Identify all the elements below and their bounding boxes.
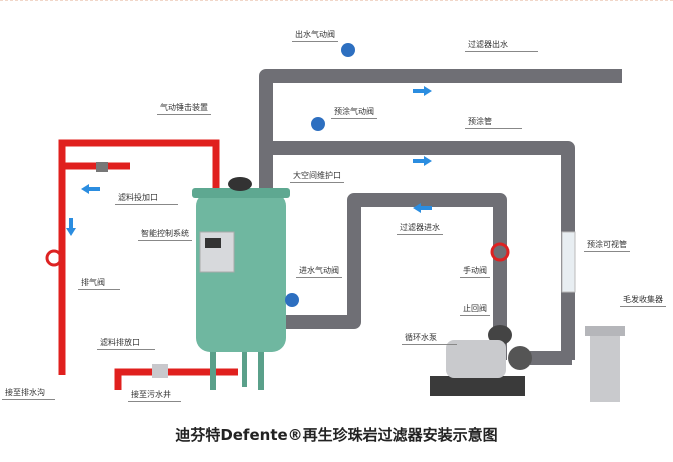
label-to-drain-ditch: 接至排水沟 [2, 388, 55, 400]
flow-arrows [66, 86, 432, 236]
label-manual-valve: 手动阀 [460, 266, 490, 278]
arrow-down-icon [66, 218, 76, 236]
label-check-valve: 止回阀 [460, 304, 490, 316]
precoat-valve-actuator [311, 117, 325, 131]
label-precoat-pipe: 预涂管 [465, 117, 522, 129]
label-outlet-valve: 出水气动阀 [292, 30, 338, 42]
drain-valve [152, 364, 168, 378]
arrow-left-icon [413, 203, 432, 213]
outlet-valve-actuator [341, 43, 355, 57]
label-vent-valve: 排气阀 [78, 278, 120, 290]
label-hammer-device: 气动锤击装置 [157, 103, 211, 115]
circulation-pump [430, 340, 532, 396]
label-precoat-valve: 预涂气动阀 [331, 107, 377, 119]
drain-pipe [114, 368, 238, 390]
label-filter-inlet: 过滤器进水 [397, 223, 443, 235]
inlet-valve-actuator [285, 293, 299, 307]
media-inlet-valve [96, 162, 108, 172]
sight-tube [561, 231, 576, 293]
label-precoat-sight-tube: 预涂可视管 [584, 240, 630, 252]
arrow-right-icon [413, 86, 432, 96]
hair-collector [585, 326, 625, 402]
label-media-drain: 滤料排放口 [97, 338, 155, 350]
vent-valve-wheel [45, 249, 63, 267]
label-inlet-valve: 进水气动阀 [296, 266, 342, 278]
hammer-device [228, 177, 252, 191]
label-to-sewer-well: 接至污水井 [128, 390, 181, 402]
label-filter-outlet: 过滤器出水 [465, 40, 538, 52]
top-divider [0, 0, 673, 1]
diagram-title: 迪芬特Defente®再生珍珠岩过滤器安装示意图 [175, 426, 498, 444]
label-maintenance-port: 大空间维护口 [290, 171, 344, 183]
label-hair-collector: 毛发收集器 [620, 295, 666, 307]
arrow-right-icon [413, 156, 432, 166]
filter-tank [192, 177, 290, 390]
label-media-inlet: 滤料投加口 [115, 193, 178, 205]
label-control-system: 智能控制系统 [138, 229, 192, 241]
arrow-left-icon [81, 184, 100, 194]
label-circulation-pump: 循环水泵 [402, 333, 457, 345]
manual-valve-wheel [490, 242, 510, 262]
inlet-pipe [285, 193, 507, 360]
